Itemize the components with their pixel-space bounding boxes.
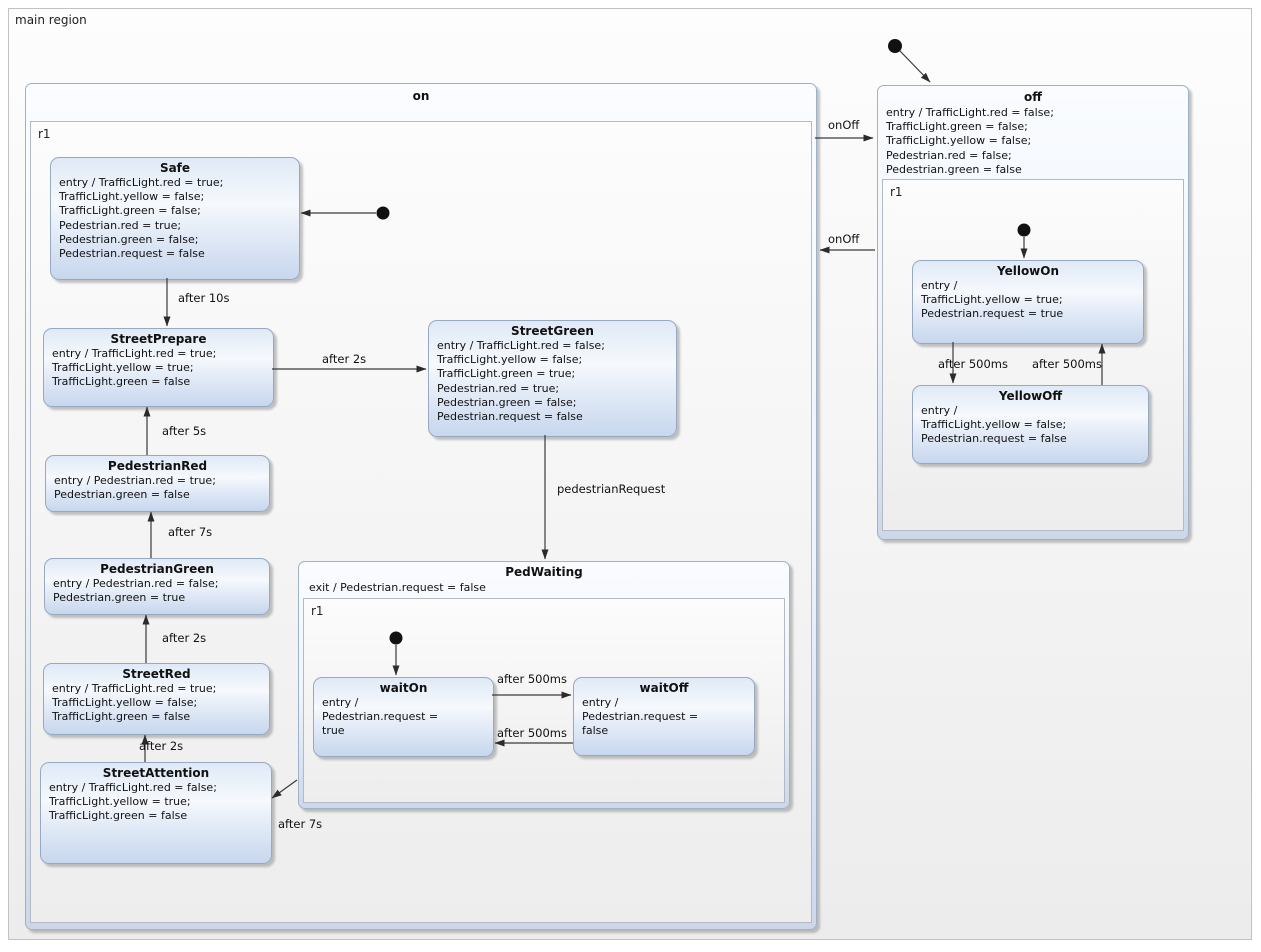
state-title: PedestrianGreen: [100, 562, 214, 576]
transition-label[interactable]: after 7s: [168, 525, 213, 539]
state-wait-on[interactable]: waitOn entry / Pedestrian.request = true: [313, 677, 494, 757]
state-title: off: [1024, 90, 1042, 104]
region-off-r1: r1: [882, 179, 1184, 531]
state-street-red[interactable]: StreetRed entry / TrafficLight.red = tru…: [43, 663, 270, 735]
state-entry-actions: entry / TrafficLight.red = true; Traffic…: [59, 176, 224, 261]
state-yellow-on[interactable]: YellowOn entry / TrafficLight.yellow = t…: [912, 260, 1144, 344]
state-entry-actions: entry / Pedestrian.request = false: [582, 696, 699, 738]
state-entry-actions: entry / Pedestrian.red = true; Pedestria…: [54, 474, 216, 502]
state-title: YellowOff: [998, 389, 1063, 403]
state-entry-actions: entry / TrafficLight.red = false; Traffi…: [886, 106, 1054, 176]
transition-label[interactable]: after 2s: [322, 352, 367, 366]
transition-label[interactable]: after 500ms: [497, 672, 568, 686]
transition-label[interactable]: onOff: [828, 118, 860, 132]
state-wait-off[interactable]: waitOff entry / Pedestrian.request = fal…: [573, 677, 755, 756]
state-entry-actions: entry / TrafficLight.red = false; Traffi…: [437, 339, 605, 424]
state-title: StreetGreen: [511, 324, 594, 338]
state-title: PedWaiting: [505, 565, 583, 579]
state-street-green[interactable]: StreetGreen entry / TrafficLight.red = f…: [428, 320, 677, 437]
state-entry-actions: entry / TrafficLight.yellow = true; Pede…: [921, 279, 1064, 321]
state-title: waitOff: [639, 681, 689, 695]
state-exit-actions: exit / Pedestrian.request = false: [309, 581, 486, 594]
state-safe[interactable]: Safe entry / TrafficLight.red = true; Tr…: [50, 157, 300, 280]
region-label: r1: [311, 604, 324, 618]
state-title: on: [412, 89, 430, 103]
region-label: r1: [38, 127, 51, 141]
state-title: PedestrianRed: [107, 459, 208, 473]
state-title: StreetAttention: [102, 766, 210, 780]
state-title: StreetRed: [122, 667, 191, 681]
state-title: YellowOn: [996, 264, 1060, 278]
transition-label[interactable]: onOff: [828, 232, 860, 246]
state-entry-actions: entry / TrafficLight.yellow = false; Ped…: [921, 404, 1067, 446]
transition-label[interactable]: after 5s: [162, 424, 207, 438]
transition-label[interactable]: after 500ms: [938, 357, 1009, 371]
state-street-attention[interactable]: StreetAttention entry / TrafficLight.red…: [40, 762, 272, 864]
state-entry-actions: entry / Pedestrian.request = true: [322, 696, 439, 738]
transition-label[interactable]: pedestrianRequest: [557, 482, 666, 496]
transition-label[interactable]: after 10s: [178, 291, 230, 305]
state-pedestrian-red[interactable]: PedestrianRed entry / Pedestrian.red = t…: [45, 455, 270, 512]
state-pedestrian-green[interactable]: PedestrianGreen entry / Pedestrian.red =…: [44, 558, 270, 615]
state-entry-actions: entry / TrafficLight.red = false; Traffi…: [49, 781, 217, 823]
state-title: StreetPrepare: [110, 332, 207, 346]
transition-label[interactable]: after 2s: [162, 631, 207, 645]
main-region-label: main region: [15, 13, 87, 27]
state-entry-actions: entry / TrafficLight.red = true; Traffic…: [52, 682, 217, 724]
transition-label[interactable]: after 2s: [139, 739, 184, 753]
transition-label[interactable]: after 500ms: [497, 726, 568, 740]
state-title: Safe: [159, 161, 191, 175]
region-label: r1: [890, 185, 903, 199]
state-street-prepare[interactable]: StreetPrepare entry / TrafficLight.red =…: [43, 328, 274, 407]
transition-label[interactable]: after 500ms: [1032, 357, 1103, 371]
state-entry-actions: entry / Pedestrian.red = false; Pedestri…: [53, 577, 219, 605]
state-title: waitOn: [379, 681, 428, 695]
state-yellow-off[interactable]: YellowOff entry / TrafficLight.yellow = …: [912, 385, 1149, 464]
state-entry-actions: entry / TrafficLight.red = true; Traffic…: [52, 347, 217, 389]
transition-label[interactable]: after 7s: [278, 817, 323, 831]
